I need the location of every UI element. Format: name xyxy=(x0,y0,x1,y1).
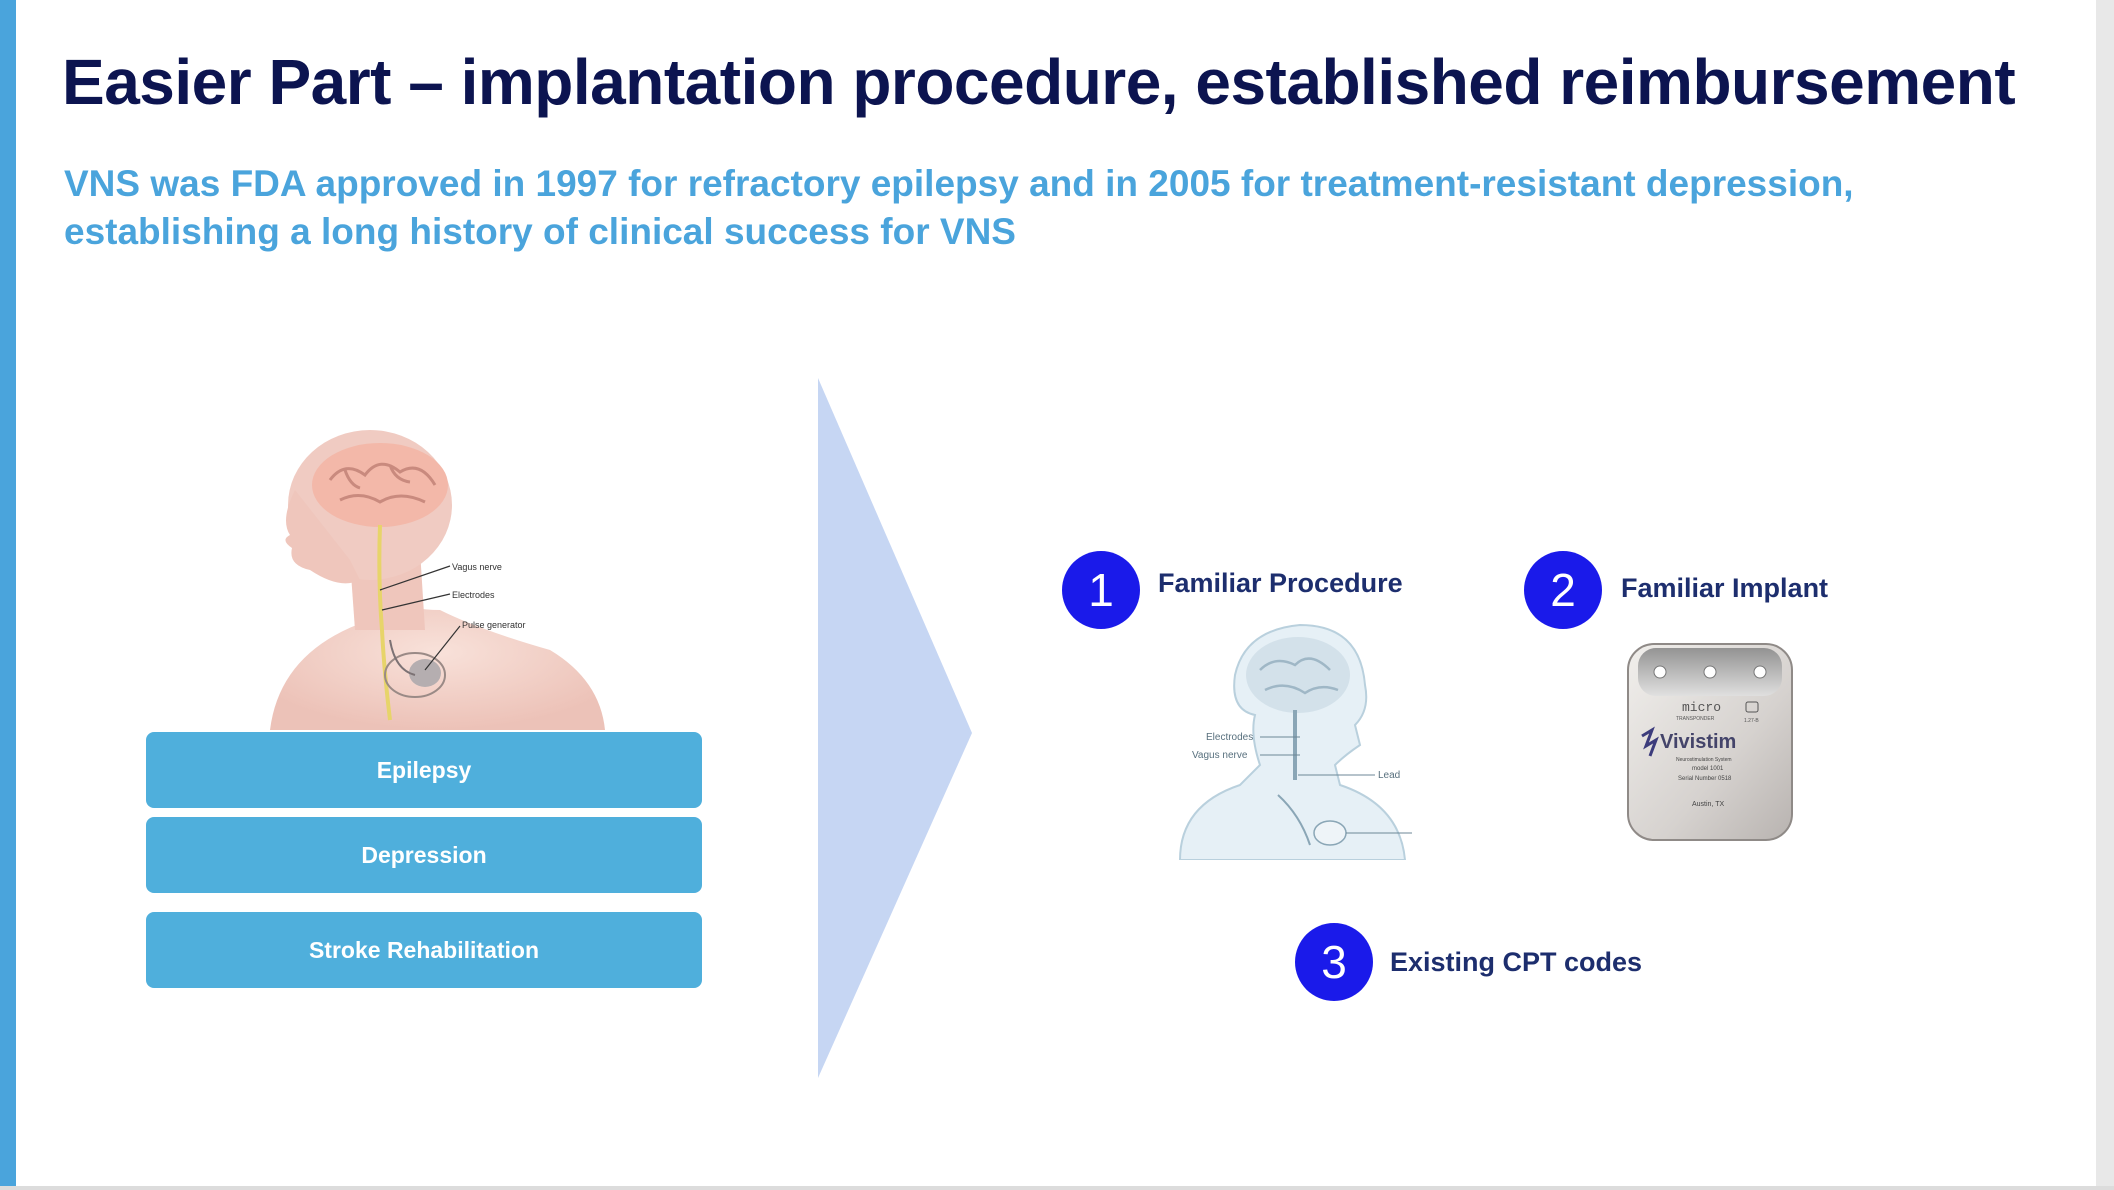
procedure-head-illustration: Electrodes Vagus nerve Lead xyxy=(1178,623,1412,860)
device-model: model 1001 xyxy=(1692,766,1724,772)
procedure-label-electrodes: Electrodes xyxy=(1206,732,1253,743)
vns-anatomy-illustration: Vagus nerve Electrodes Pulse generator xyxy=(270,430,605,730)
bottom-window-edge xyxy=(0,1186,2114,1190)
feature-label-familiar-procedure: Familiar Procedure xyxy=(1158,568,1403,598)
device-brand-transponder: TRANSPONDER xyxy=(1676,716,1715,722)
number-badge-3: 3 xyxy=(1295,923,1373,1001)
slide-subtitle: VNS was FDA approved in 1997 for refract… xyxy=(64,160,1864,256)
number-badge-2: 2 xyxy=(1524,551,1602,629)
subtitle-line-1: VNS was FDA approved in 1997 for refract… xyxy=(64,163,1854,204)
vivistim-device-image: micro TRANSPONDER 1.27-B Vivistim Neuros… xyxy=(1627,643,1793,841)
device-location: Austin, TX xyxy=(1692,801,1724,808)
number-badge-1: 1 xyxy=(1062,551,1140,629)
procedure-label-vagus-nerve: Vagus nerve xyxy=(1192,750,1248,761)
condition-box-stroke-rehabilitation: Stroke Rehabilitation xyxy=(146,912,702,988)
device-tagline: Neurostimulation System xyxy=(1676,757,1732,763)
feature-label-existing-cpt-codes: Existing CPT codes xyxy=(1390,947,1643,977)
label-vagus-nerve: Vagus nerve xyxy=(452,562,502,572)
device-code: 1.27-B xyxy=(1744,718,1759,724)
label-pulse-generator: Pulse generator xyxy=(462,620,526,630)
feature-label-familiar-implant: Familiar Implant xyxy=(1621,573,1829,603)
device-brand-micro: micro xyxy=(1682,700,1721,715)
subtitle-line-2: establishing a long history of clinical … xyxy=(64,211,1016,252)
condition-box-epilepsy: Epilepsy xyxy=(146,732,702,808)
device-serial: Serial Number 0518 xyxy=(1678,776,1732,782)
label-electrodes: Electrodes xyxy=(452,590,495,600)
left-accent-bar xyxy=(0,0,16,1190)
condition-box-depression: Depression xyxy=(146,817,702,893)
chevron-arrow xyxy=(818,378,972,1078)
device-name-vivistim: Vivistim xyxy=(1660,731,1736,753)
slide-title: Easier Part – implantation procedure, es… xyxy=(62,46,2016,118)
right-window-edge xyxy=(2096,0,2114,1190)
procedure-label-lead: Lead xyxy=(1378,770,1400,781)
